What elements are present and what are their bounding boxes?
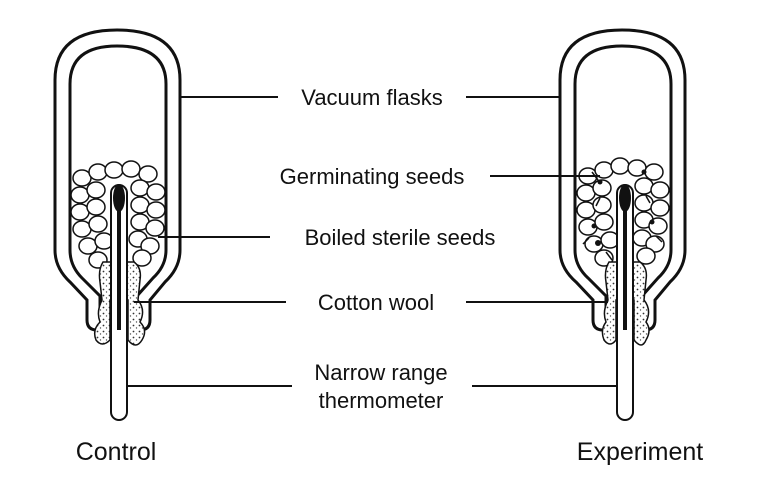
experiment-seeds: [576, 157, 670, 267]
experiment-flask: [558, 28, 687, 421]
label-boiled-sterile-seeds: Boiled sterile seeds: [305, 225, 496, 250]
control-seeds: [70, 160, 166, 269]
experiment-thermometer: [616, 184, 634, 421]
control-thermometer: [110, 184, 128, 421]
label-germinating-seeds: Germinating seeds: [280, 164, 465, 189]
control-flask: [53, 28, 182, 421]
caption-experiment: Experiment: [577, 438, 703, 466]
label-thermometer-line1: Narrow range: [314, 360, 447, 385]
label-vacuum-flasks: Vacuum flasks: [301, 85, 442, 110]
label-cotton-wool: Cotton wool: [318, 290, 434, 315]
leader-lines: [127, 96, 617, 387]
caption-control: Control: [76, 438, 157, 466]
label-thermometer-line2: thermometer: [319, 388, 444, 413]
